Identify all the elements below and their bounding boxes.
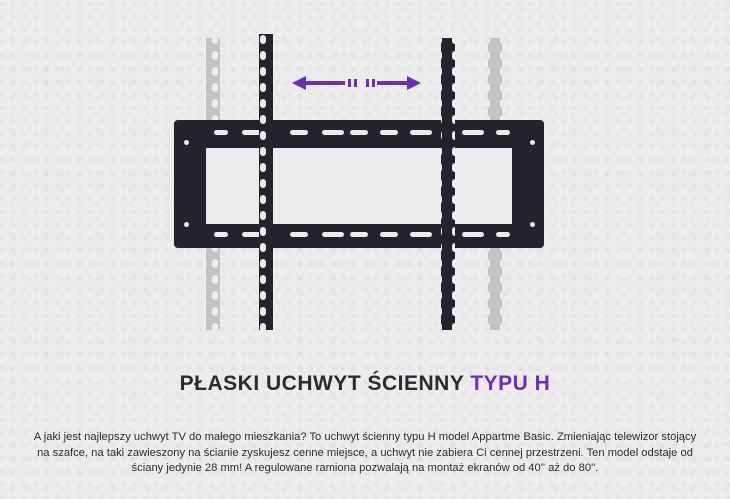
headline-accent: TYPU H [470,372,551,395]
headline: PŁASKI UCHWYT ŚCIENNY TYPU H [0,372,730,396]
mount-arm-left [259,34,273,330]
headline-main: PŁASKI UCHWYT ŚCIENNY [179,372,471,395]
tv-wall-mount-illustration [174,34,544,330]
product-description: A jaki jest najlepszy uchwyt TV do małeg… [33,431,697,474]
mount-arm-right [441,38,455,330]
wall-plate [174,120,544,248]
wall-mount-bracket-image [174,34,544,330]
double-arrow-icon [292,76,421,90]
